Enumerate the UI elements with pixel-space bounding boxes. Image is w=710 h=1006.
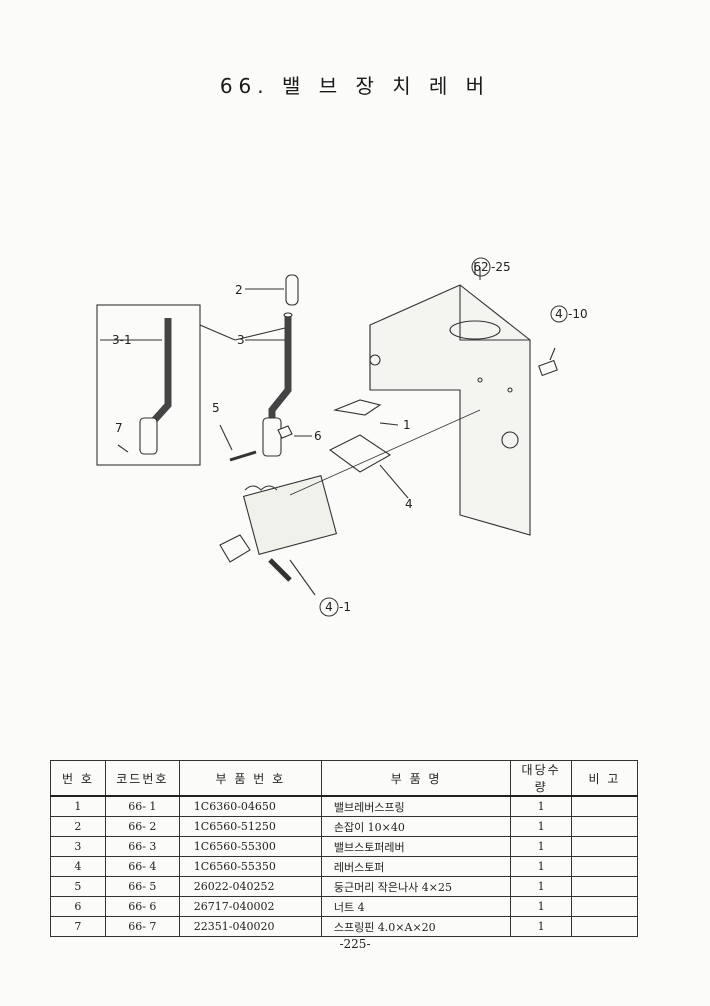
cell-note <box>570 856 639 877</box>
cell-note <box>570 795 639 817</box>
callout-4-1: 4 -1 <box>319 597 351 617</box>
cell-qty: 1 <box>510 916 572 937</box>
cell-part-no: 26717-040002 <box>178 896 322 917</box>
callout-5: 5 <box>212 401 220 415</box>
callout-4-1-circle: 4 <box>325 600 333 614</box>
inset-lever-3-1 <box>100 318 172 455</box>
cell-code: 66- 3 <box>104 836 180 857</box>
table-row: 2 66- 2 1C6560-51250 손잡이 10×40 1 <box>50 816 639 837</box>
cell-part-no: 1C6560-51250 <box>178 816 322 837</box>
cell-code: 66- 2 <box>104 816 180 837</box>
header-note: 비 고 <box>570 760 639 797</box>
parts-table: 번 호 코드번호 부 품 번 호 부 품 명 대당수량 비 고 1 66- 1 … <box>50 760 639 937</box>
table-row: 3 66- 3 1C6560-55300 밸브스토퍼레버 1 <box>50 836 639 857</box>
lever-spring-1 <box>332 399 399 426</box>
table-header-row: 번 호 코드번호 부 품 번 호 부 품 명 대당수량 비 고 <box>50 760 639 797</box>
cell-note <box>570 836 639 857</box>
callout-7: 7 <box>115 421 123 435</box>
header-part-name: 부 품 명 <box>320 760 512 797</box>
cell-code: 66- 1 <box>104 795 180 817</box>
knob-part-2 <box>245 274 299 306</box>
cell-part-no: 22351-040020 <box>178 916 322 937</box>
inset-frame <box>96 304 201 466</box>
bracket-plate <box>369 284 531 536</box>
valve-body-4-1 <box>219 474 338 596</box>
table-row: 4 66- 4 1C6560-55350 레버스토퍼 1 <box>50 856 639 877</box>
cell-part-no: 1C6560-55300 <box>178 836 322 857</box>
callout-3-1: 3-1 <box>112 333 132 347</box>
cell-note <box>570 876 639 897</box>
callout-1: 1 <box>403 418 411 432</box>
cell-part-name: 너트 4 <box>320 896 512 917</box>
cell-part-no: 26022-040252 <box>178 876 322 897</box>
callout-62-25: 62 -25 <box>471 257 511 277</box>
cell-no: 7 <box>50 916 106 937</box>
callout-4-1-suffix: -1 <box>339 600 351 614</box>
table-row: 7 66- 7 22351-040020 스프링핀 4.0×A×20 1 <box>50 916 639 937</box>
cell-qty: 1 <box>510 876 572 897</box>
table-row: 6 66- 6 26717-040002 너트 4 1 <box>50 896 639 917</box>
cell-code: 66- 6 <box>104 896 180 917</box>
nut-part-6 <box>277 425 312 439</box>
table-row: 1 66- 1 1C6360-04650 밸브레버스프링 1 <box>50 795 639 817</box>
callout-62-25-circle: 62 <box>473 260 488 274</box>
cell-part-name: 둥근머리 작은나사 4×25 <box>320 876 512 897</box>
cell-part-name: 밸브레버스프링 <box>320 795 512 817</box>
cell-no: 2 <box>50 816 106 837</box>
cell-qty: 1 <box>510 856 572 877</box>
header-no: 번 호 <box>50 760 106 797</box>
cell-qty: 1 <box>510 836 572 857</box>
valve-stopper-lever-3 <box>262 312 293 457</box>
header-part-no: 부 품 번 호 <box>178 760 322 797</box>
cell-no: 1 <box>50 795 106 817</box>
cell-qty: 1 <box>510 795 572 817</box>
cell-qty: 1 <box>510 816 572 837</box>
callout-4-10: 4 -10 <box>550 305 588 323</box>
cell-part-name: 손잡이 10×40 <box>320 816 512 837</box>
cell-no: 3 <box>50 836 106 857</box>
callout-4-10-suffix: -10 <box>568 307 588 321</box>
cell-code: 66- 7 <box>104 916 180 937</box>
exploded-parts-diagram: 62 -25 4 -10 4 -1 2 3 3-1 5 6 7 1 4 <box>60 240 680 660</box>
cell-code: 66- 4 <box>104 856 180 877</box>
callout-4: 4 <box>405 497 413 511</box>
cell-no: 5 <box>50 876 106 897</box>
cell-note <box>570 916 639 937</box>
cell-part-name: 레버스토퍼 <box>320 856 512 877</box>
cell-qty: 1 <box>510 896 572 917</box>
callout-2: 2 <box>235 283 243 297</box>
callout-62-25-suffix: -25 <box>491 260 511 274</box>
cell-no: 6 <box>50 896 106 917</box>
cell-part-no: 1C6560-55350 <box>178 856 322 877</box>
page-number: -225- <box>339 937 371 951</box>
lever-stopper-4 <box>328 434 409 499</box>
callout-6: 6 <box>314 429 322 443</box>
cell-part-name: 스프링핀 4.0×A×20 <box>320 916 512 937</box>
page-title: 66. 밸 브 장 치 레 버 <box>219 74 491 98</box>
cell-part-name: 밸브스토퍼레버 <box>320 836 512 857</box>
screw-4-10 <box>538 347 558 377</box>
table-row: 5 66- 5 26022-040252 둥근머리 작은나사 4×25 1 <box>50 876 639 897</box>
cell-code: 66- 5 <box>104 876 180 897</box>
callout-3: 3 <box>237 333 245 347</box>
screw-part-5 <box>219 424 257 462</box>
header-qty: 대당수량 <box>510 760 572 797</box>
cell-part-no: 1C6360-04650 <box>178 795 322 817</box>
cell-note <box>570 896 639 917</box>
callout-4-10-circle: 4 <box>555 307 563 321</box>
cell-note <box>570 816 639 837</box>
header-code: 코드번호 <box>104 760 180 797</box>
cell-no: 4 <box>50 856 106 877</box>
